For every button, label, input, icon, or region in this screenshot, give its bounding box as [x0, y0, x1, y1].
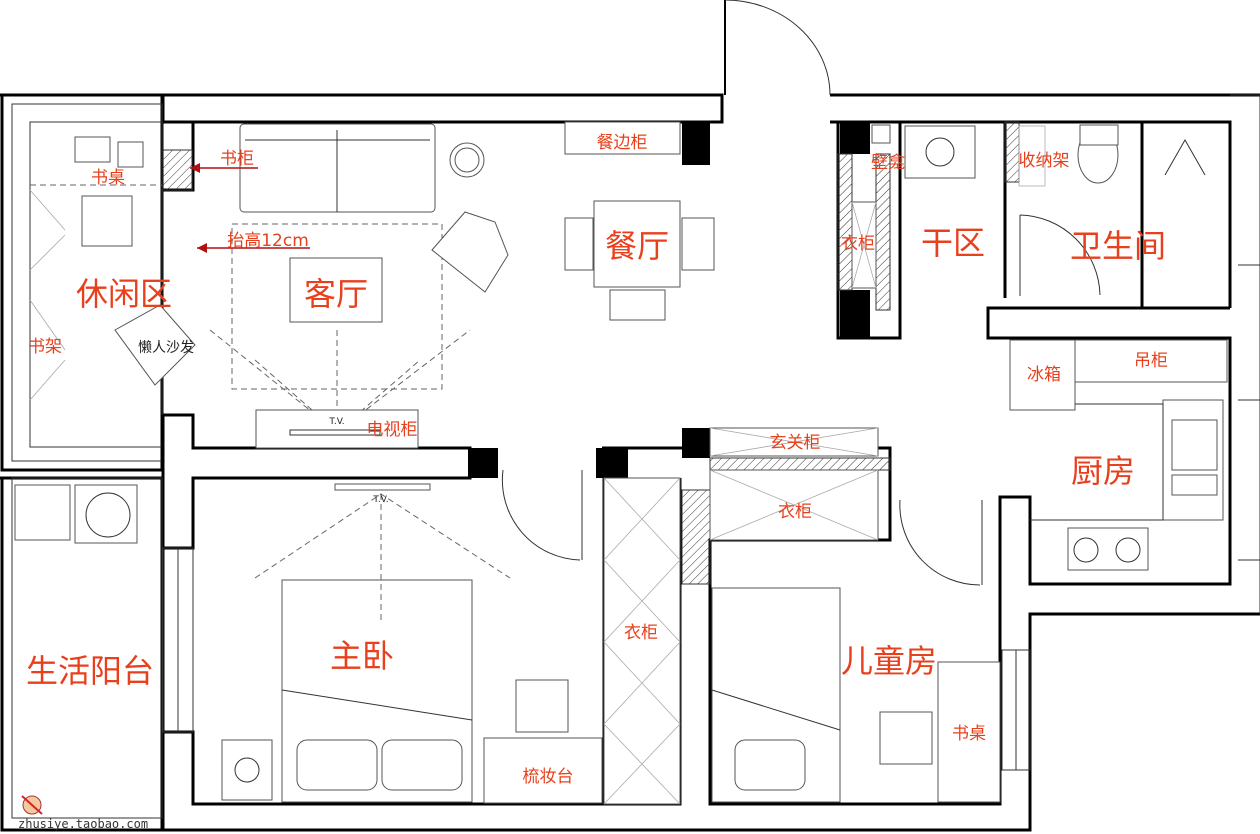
room-label-dining: 餐厅 [605, 227, 669, 265]
room-label-master-bedroom: 主卧 [330, 637, 394, 675]
label-sideboard: 餐边柜 [597, 133, 648, 153]
walls [0, 93, 1260, 832]
room-label-kitchen: 厨房 [1071, 452, 1135, 490]
label-kids-desk: 书桌 [952, 724, 986, 744]
label-dresser: 梳妆台 [523, 767, 574, 787]
label-wall-cabinet: 吊柜 [1134, 351, 1168, 371]
doors [501, 214, 1101, 586]
solid-columns [161, 121, 1020, 585]
room-label-leisure: 休闲区 [76, 275, 172, 313]
entry-door[interactable] [724, 0, 831, 96]
label-raised: 抬高12cm [227, 231, 309, 251]
label-wardrobe-kids: 衣柜 [778, 502, 812, 522]
label-wardrobe-master: 衣柜 [624, 623, 658, 643]
label-tv-cabinet: 电视柜 [367, 420, 418, 440]
label-tv-master: T.V. [372, 495, 388, 505]
room-label-bathroom: 卫生间 [1070, 227, 1166, 265]
label-wardrobe-hall: 衣柜 [841, 234, 875, 254]
furniture-labels: 书桌 书柜 抬高12cm 餐边柜 书架 懒人沙发 电视柜 壁龛 收纳架 衣柜 冰… [28, 133, 1168, 787]
room-label-dry-area: 干区 [921, 224, 985, 262]
label-niche: 壁龛 [871, 153, 905, 173]
label-tv-living: T.V. [328, 417, 344, 427]
room-label-living: 客厅 [304, 275, 368, 313]
label-desk: 书桌 [91, 168, 125, 188]
room-label-kids-room: 儿童房 [841, 642, 937, 680]
watermark: zhusiye.taobao.com [18, 795, 148, 831]
room-labels: 休闲区 客厅 餐厅 干区 卫生间 厨房 主卧 生活阳台 儿童房 [26, 224, 1166, 690]
label-storage-rack: 收纳架 [1019, 151, 1070, 171]
label-entry-cabinet: 玄关柜 [770, 433, 821, 453]
watermark-text: zhusiye.taobao.com [18, 817, 148, 831]
label-beanbag: 懒人沙发 [138, 340, 194, 356]
furniture [14, 121, 1228, 805]
label-bookshelf: 书架 [28, 337, 62, 357]
label-fridge: 冰箱 [1027, 365, 1061, 385]
room-label-balcony: 生活阳台 [26, 652, 154, 690]
label-bookcase: 书柜 [220, 149, 254, 169]
